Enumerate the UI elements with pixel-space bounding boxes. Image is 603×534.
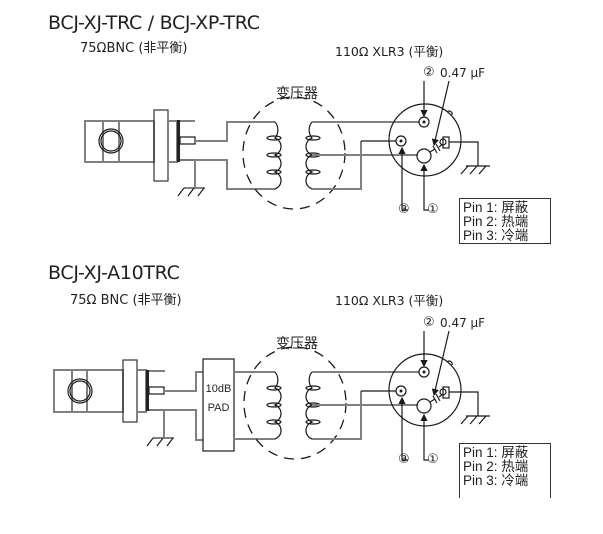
ground-icon bbox=[146, 410, 174, 447]
diagram-1-schematic bbox=[84, 80, 490, 211]
bnc-connector-icon bbox=[53, 359, 165, 423]
xlr-connector-icon bbox=[388, 353, 462, 427]
diagram-1-output-label: 110Ω XLR3 (平衡) bbox=[335, 44, 444, 59]
pin-legend-item: Pin 3: 冷端 bbox=[463, 473, 529, 488]
xlr-connector-icon bbox=[388, 103, 462, 177]
diagram-1-pin1-marker: ① bbox=[427, 202, 439, 217]
pad-label-line2: PAD bbox=[207, 402, 230, 414]
diagram-2-pin1-marker: ① bbox=[427, 452, 439, 467]
ground-icon bbox=[449, 391, 490, 425]
pad-attenuator-label: 10dB PAD bbox=[203, 380, 234, 418]
diagram-1-input-label: 75ΩBNC (非平衡) bbox=[80, 41, 188, 56]
pin-legend-item: Pin 1: 屏蔽 bbox=[463, 445, 529, 460]
diagram-2-pin-legend: Pin 1: 屏蔽 Pin 2: 热端 Pin 3: 冷端 bbox=[459, 443, 551, 498]
diagram-2-capacitor-label: 0.47 µF bbox=[440, 316, 486, 330]
pad-label-line1: 10dB bbox=[205, 383, 232, 395]
diagram-2-schematic bbox=[53, 330, 490, 461]
ground-icon bbox=[449, 141, 490, 175]
pad-attenuator-box bbox=[202, 358, 235, 452]
ground-icon bbox=[177, 160, 205, 197]
diagram-2-title: BCJ-XJ-A10TRC bbox=[48, 262, 180, 284]
pin-legend-item: Pin 3: 冷端 bbox=[463, 228, 529, 243]
diagram-2-input-label: 75Ω BNC (非平衡) bbox=[70, 293, 182, 308]
pin-legend-item: Pin 2: 热端 bbox=[463, 459, 529, 474]
bnc-connector-icon bbox=[84, 109, 196, 182]
diagram-1-title: BCJ-XJ-TRC / BCJ-XP-TRC bbox=[48, 12, 260, 34]
transformer-icon bbox=[243, 346, 347, 460]
diagram-1-capacitor-label: 0.47 µF bbox=[440, 66, 486, 80]
diagram-2-pin2-marker: ② bbox=[423, 315, 435, 330]
pin-legend-item: Pin 2: 热端 bbox=[463, 214, 529, 229]
diagram-1-pin2-marker: ② bbox=[423, 65, 435, 80]
pin-legend-item: Pin 1: 屏蔽 bbox=[463, 200, 529, 215]
diagram-1-pin-legend: Pin 1: 屏蔽 Pin 2: 热端 Pin 3: 冷端 bbox=[459, 198, 551, 244]
transformer-icon bbox=[242, 96, 346, 210]
diagram-2-output-label: 110Ω XLR3 (平衡) bbox=[335, 293, 444, 308]
